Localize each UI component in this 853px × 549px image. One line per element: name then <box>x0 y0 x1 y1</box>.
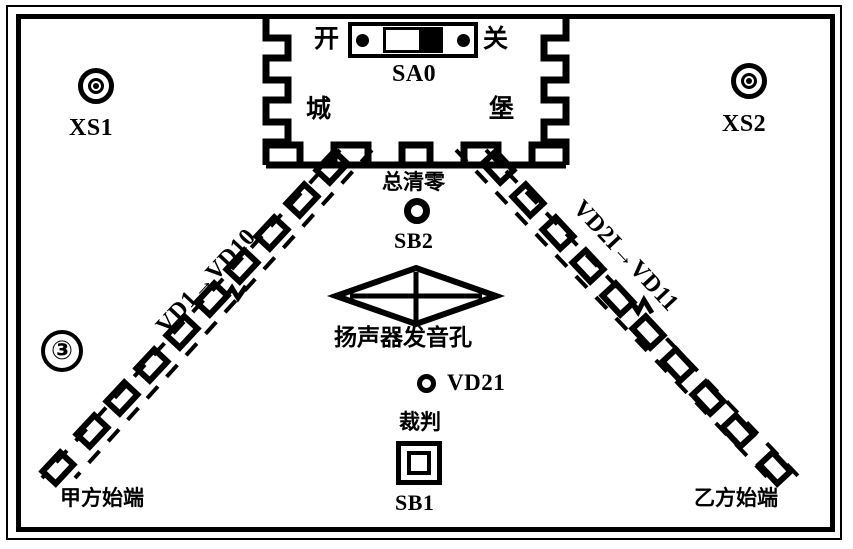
outer-border <box>6 5 842 540</box>
speaker-caption: 扬声器发音孔 <box>334 325 472 351</box>
switch-terminal-right-icon <box>457 33 470 47</box>
left-chain-start-caption: 甲方始端 <box>60 486 144 510</box>
indicator-vd21-label: VD21 <box>447 370 506 395</box>
indicator-vd21-icon <box>417 374 436 393</box>
jack-xs2-label: XS2 <box>722 111 767 137</box>
switch-knob-icon[interactable] <box>419 29 441 53</box>
switch-terminal-left-icon <box>356 33 369 47</box>
switch-sa0[interactable] <box>348 22 478 58</box>
castle-left-char: 城 <box>306 94 332 123</box>
switch-slider-icon[interactable] <box>383 27 443 53</box>
referee-button-sb1[interactable] <box>396 441 442 485</box>
castle-right-char: 堡 <box>489 94 515 123</box>
jack-xs1-icon[interactable] <box>78 68 114 104</box>
inner-border <box>16 14 835 532</box>
switch-designator: SA0 <box>392 61 437 87</box>
referee-designator: SB1 <box>395 490 435 515</box>
right-chain-start-caption: 乙方始端 <box>694 486 778 510</box>
figure-number-badge: ③ <box>41 330 83 372</box>
master-clear-button-sb2[interactable] <box>404 198 430 224</box>
referee-button-inner-icon <box>407 451 431 475</box>
master-clear-caption: 总清零 <box>382 170 445 194</box>
switch-off-label: 关 <box>483 24 509 53</box>
jack-xs1-label: XS1 <box>69 115 114 141</box>
referee-caption: 裁判 <box>399 410 441 434</box>
jack-xs2-icon[interactable] <box>731 63 767 99</box>
switch-on-label: 开 <box>314 24 340 53</box>
master-clear-designator: SB2 <box>394 228 434 253</box>
